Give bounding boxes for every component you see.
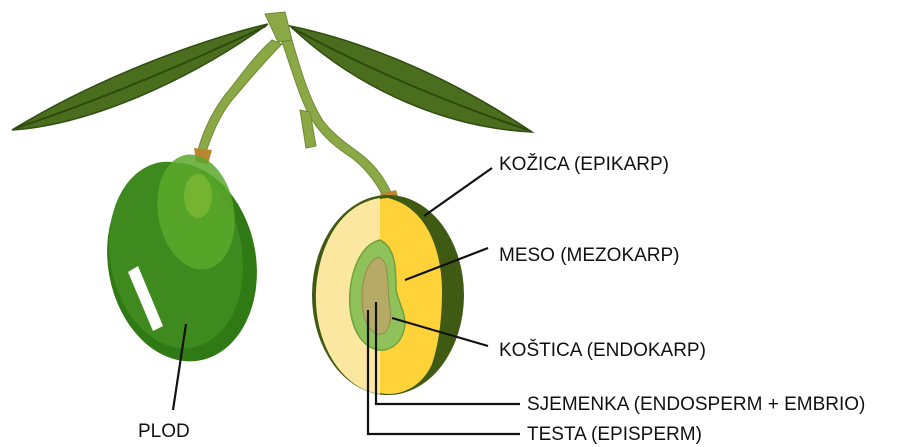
label-kozica: KOŽICA (EPIKARP) bbox=[499, 153, 669, 175]
leader-kozica bbox=[424, 168, 492, 216]
right-leaf bbox=[290, 26, 532, 132]
stem-top bbox=[265, 12, 292, 42]
cut-olive bbox=[312, 195, 464, 395]
label-kostica: KOŠTICA (ENDOKARP) bbox=[499, 339, 706, 361]
label-meso: MESO (MEZOKARP) bbox=[499, 245, 680, 266]
label-plod: PLOD bbox=[138, 421, 190, 442]
left-leaf bbox=[12, 24, 268, 130]
label-sjemenka: SJEMENKA (ENDOSPERM + EMBRIO) bbox=[527, 394, 865, 415]
whole-olive bbox=[92, 148, 272, 373]
label-testa: TESTA (EPISPERM) bbox=[527, 424, 702, 445]
